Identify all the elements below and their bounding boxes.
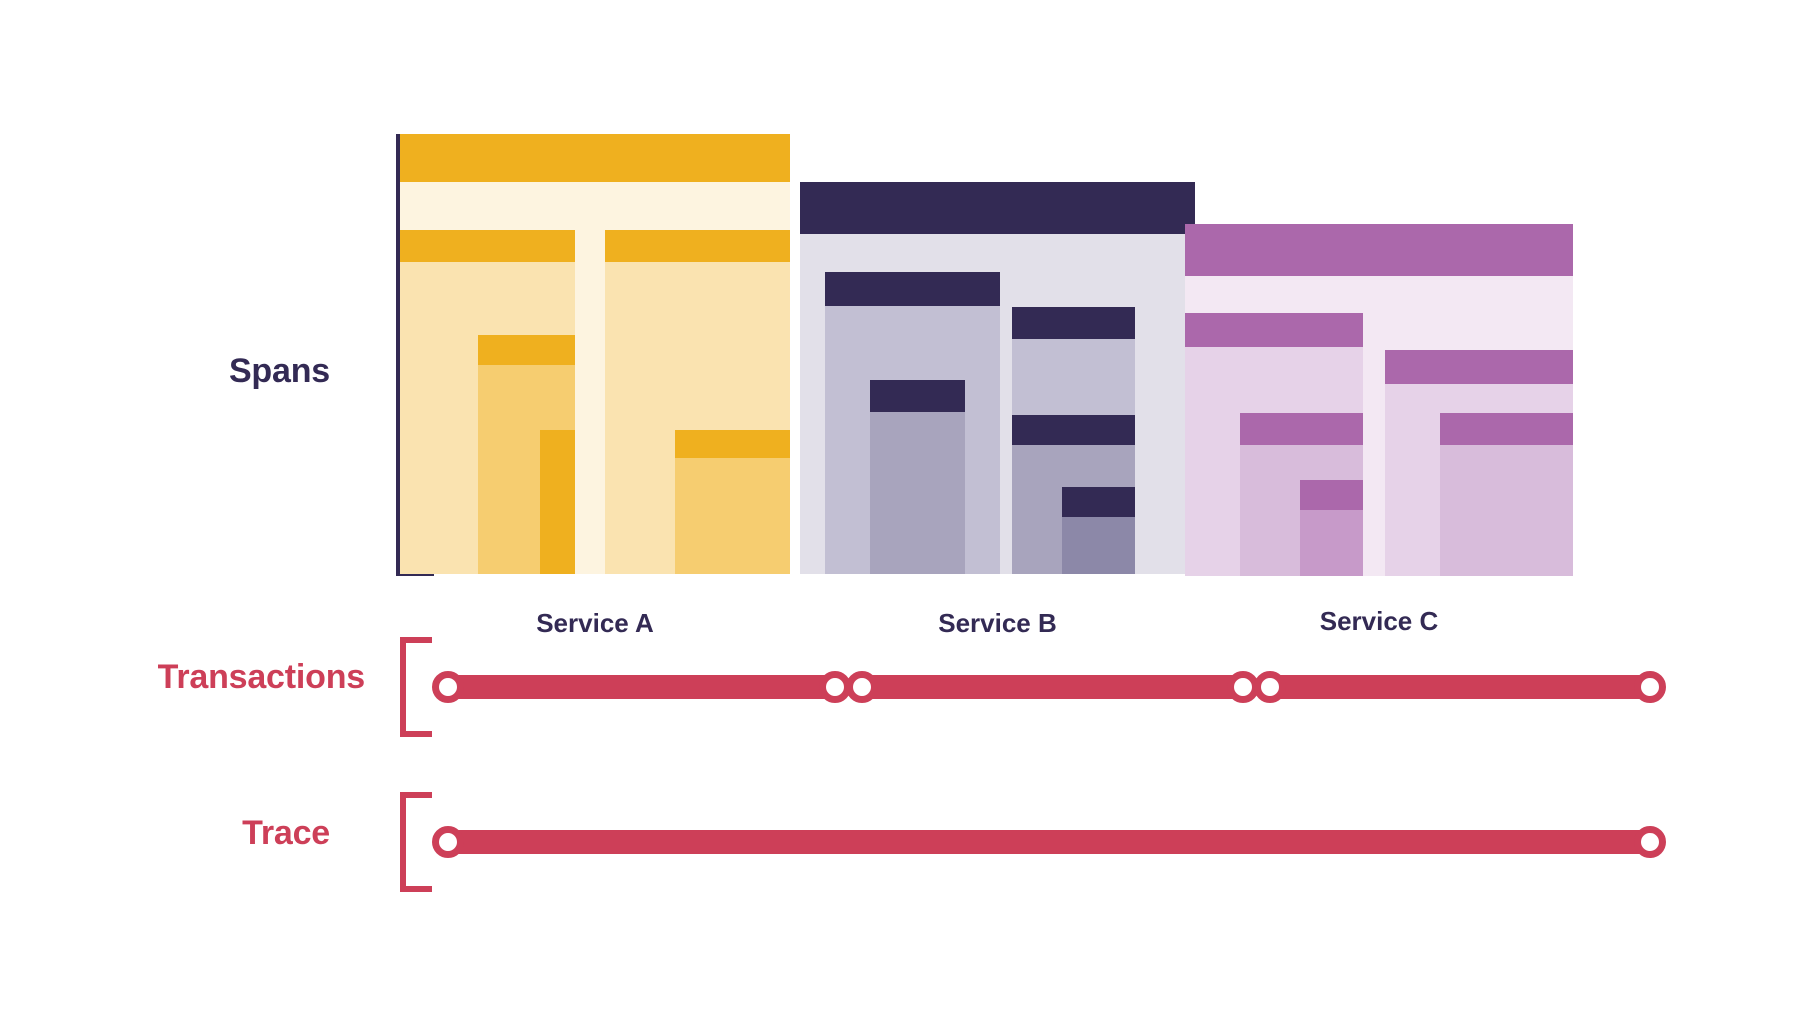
- service-label: Service A: [536, 608, 654, 638]
- transactions-track: [0, 657, 1800, 717]
- trace-bar[interactable]: [448, 830, 1650, 854]
- transactions-row-label: Transactions: [157, 658, 366, 696]
- span-bar-header: [1300, 480, 1363, 510]
- span-bar: [540, 430, 575, 574]
- transaction-bar[interactable]: [448, 675, 835, 699]
- span-bar-header: [605, 230, 790, 262]
- spans-row-label: Spans: [228, 352, 330, 390]
- span-bar-header: [825, 272, 1000, 306]
- span-bar-header: [870, 380, 965, 412]
- span-bar-header: [400, 230, 575, 262]
- span-bar: [1062, 487, 1135, 574]
- transaction-bar[interactable]: [1270, 675, 1650, 699]
- span-bar-header: [1385, 350, 1573, 384]
- span-bar-header: [1440, 413, 1573, 445]
- transaction-bar[interactable]: [862, 675, 1243, 699]
- span-bar: [1440, 413, 1573, 576]
- spans-area: Service A Service B Service C: [400, 134, 1573, 638]
- span-bar-header: [800, 182, 1195, 234]
- transactions-bracket: [400, 637, 432, 737]
- span-bar: [870, 380, 965, 574]
- span-bar-header: [478, 335, 575, 365]
- span-bar-header: [1012, 415, 1135, 445]
- span-bar-header: [1240, 413, 1363, 445]
- trace-row-label: Trace: [242, 814, 330, 852]
- service-label: Service B: [938, 608, 1057, 638]
- span-bar-header: [1185, 224, 1573, 276]
- trace-track: [0, 812, 1800, 872]
- transaction-start-dot[interactable]: [1254, 671, 1286, 703]
- transaction-end-dot[interactable]: [1634, 671, 1666, 703]
- span-bar-header: [1185, 313, 1363, 347]
- span-bar-header: [1062, 487, 1135, 517]
- transaction-start-dot[interactable]: [846, 671, 878, 703]
- span-bar-header: [400, 134, 790, 182]
- trace-bracket: [400, 792, 432, 892]
- span-bar-header: [675, 430, 790, 458]
- span-bar: [675, 430, 790, 574]
- span-bar: [1300, 480, 1363, 576]
- service-label: Service C: [1319, 606, 1439, 636]
- transaction-start-dot[interactable]: [432, 671, 464, 703]
- trace-end-dot[interactable]: [1634, 826, 1666, 858]
- span-bar-header: [1012, 307, 1135, 339]
- span-bar-header: [540, 430, 575, 458]
- trace-start-dot[interactable]: [432, 826, 464, 858]
